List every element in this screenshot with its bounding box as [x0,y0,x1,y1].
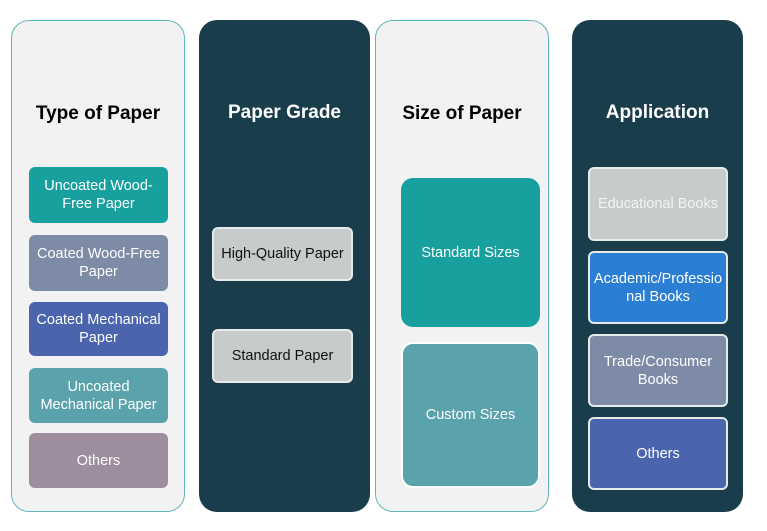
item-standard-paper: Standard Paper [212,329,353,383]
column-application: Application Educational Books Academic/P… [572,20,743,512]
item-high-quality: High-Quality Paper [212,227,353,281]
item-educational-books: Educational Books [588,167,728,241]
column-type-of-paper: Type of Paper Uncoated Wood-Free Paper C… [11,20,185,512]
column-title: Paper Grade [228,102,341,123]
column-title: Type of Paper [35,103,161,124]
item-trade-consumer: Trade/Consumer Books [588,334,728,407]
item-uncoated-wood-free: Uncoated Wood-Free Paper [29,167,168,223]
column-size-of-paper: Size of Paper Standard Sizes Custom Size… [375,20,549,512]
item-coated-mechanical: Coated Mechanical Paper [29,302,168,356]
column-title: Size of Paper [402,103,522,124]
item-uncoated-mechanical: Uncoated Mechanical Paper [29,368,168,423]
column-title: Application [605,102,710,123]
item-custom-sizes: Custom Sizes [401,342,540,488]
item-coated-wood-free: Coated Wood-Free Paper [29,235,168,291]
column-paper-grade: Paper Grade High-Quality Paper Standard … [199,20,370,512]
item-others: Others [29,433,168,488]
item-standard-sizes: Standard Sizes [401,178,540,327]
item-academic-professional: Academic/Professional Books [588,251,728,324]
item-others: Others [588,417,728,490]
